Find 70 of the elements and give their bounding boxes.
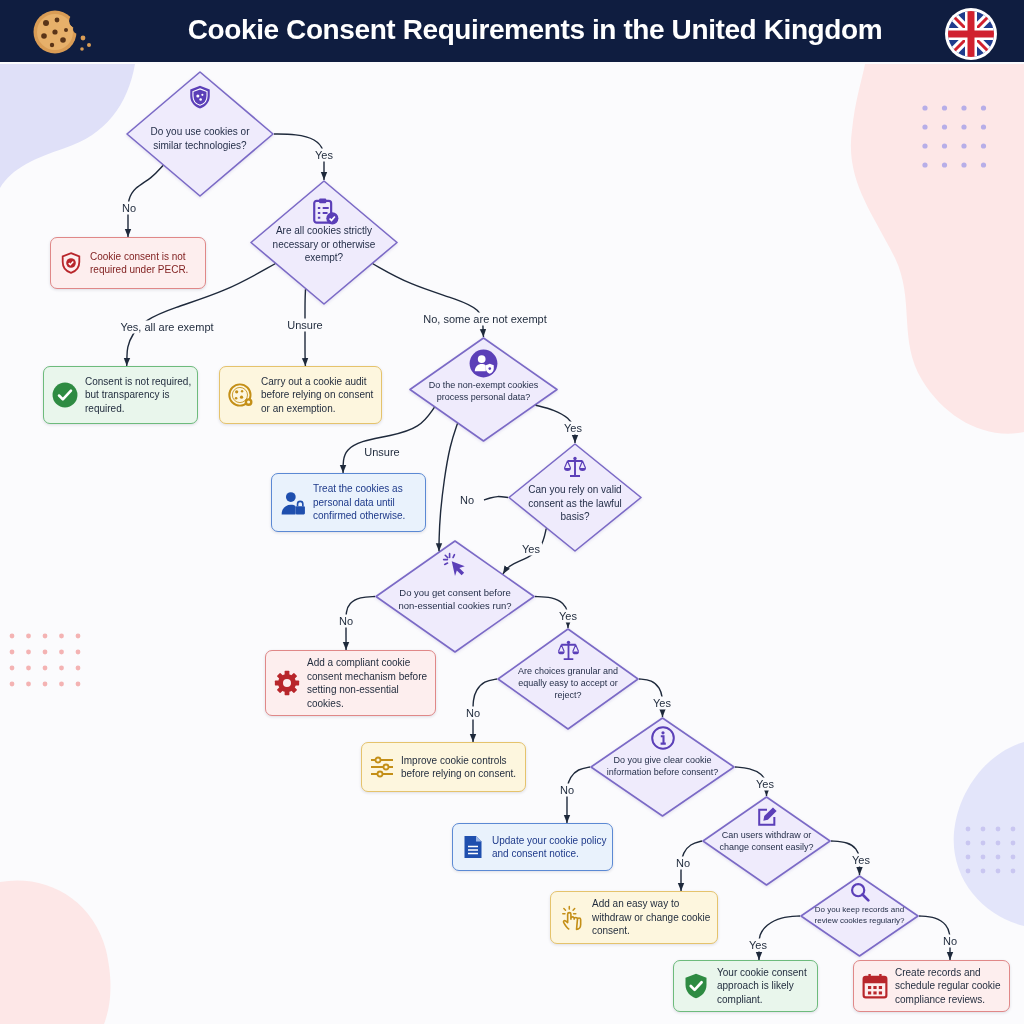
outcome-box: [550, 891, 718, 944]
question-text: Do you use cookies or similar technologies?: [149, 125, 251, 152]
outcome-box: [43, 366, 198, 424]
outcome-box: [219, 366, 382, 424]
edge-label: Yes: [850, 853, 872, 867]
outcome-text: Your cookie consent approach is likely compliant.: [717, 965, 808, 1007]
arrow: [638, 678, 666, 718]
question-text: Can you rely on valid consent as the lawful basis?: [527, 483, 623, 524]
edge-label: No: [336, 614, 356, 628]
arrow: [339, 406, 436, 474]
edge-label: Unsure: [285, 318, 325, 332]
outcome-text: Add an easy way to withdraw or change cookie consent.: [592, 897, 712, 938]
edge-label: No: [673, 856, 693, 870]
arrow: [273, 133, 328, 181]
edge-label: Yes: [313, 148, 335, 162]
arrow: [534, 404, 579, 444]
edge-label: Yes: [651, 696, 673, 710]
outcome-box: [673, 960, 818, 1012]
edge-label: No: [457, 493, 477, 507]
question-text: Can users withdraw or change consent easily?: [718, 829, 815, 854]
arrow: [755, 915, 801, 961]
question-text: Do the non-exempt cookies process personal data?: [427, 379, 540, 404]
question-text: Do you get consent before non-essential cookies run?: [397, 587, 513, 613]
decision-diamond: [409, 337, 558, 442]
edge-label: No, some are not exempt: [421, 312, 549, 326]
question-text: Do you keep records and review cookies regularly?: [813, 905, 906, 927]
edge-label: Yes: [562, 421, 584, 435]
decision-diamond: [497, 628, 639, 730]
question-text: Are all cookies strictly necessary or otherwise exempt?: [271, 224, 377, 265]
outcome-box: [452, 823, 613, 871]
edge-label: No: [119, 201, 139, 215]
decision-diamond: [590, 717, 735, 817]
question-text: Are choices granular and equally easy to accept or reject?: [516, 665, 620, 702]
outcome-box: [853, 960, 1010, 1012]
edge-label: Yes: [747, 938, 769, 952]
outcome-text: Carry out a cookie audit before relying on consent or an exemption.: [261, 374, 375, 416]
arrow: [435, 422, 459, 552]
edge-label: Yes, all are exempt: [118, 320, 216, 334]
outcome-text: Update your cookie policy and consent notice.: [492, 833, 608, 861]
decision-diamond: [250, 180, 398, 305]
arrow: [124, 164, 164, 238]
decision-diamond: [126, 71, 274, 197]
question-text: Do you give clear cookie information before consent?: [605, 755, 720, 779]
outcome-box: [361, 742, 526, 792]
arrow: [372, 263, 487, 338]
decision-diamond: [508, 443, 642, 552]
edge-label: No: [463, 706, 483, 720]
edge-label: No: [557, 783, 577, 797]
outcome-box: [265, 650, 436, 716]
outcome-text: Cookie consent is not required under PECR.: [90, 249, 190, 277]
outcome-text: Create records and schedule regular cookie compliance reviews.: [895, 965, 1002, 1007]
title: Cookie Consent Requirements in the United Kingdom: [186, 13, 884, 47]
outcome-text: Add a compliant cookie consent mechanism before setting non-essential cookies.: [307, 656, 429, 710]
edge-label: Yes: [754, 777, 776, 791]
decision-diamond: [702, 796, 831, 886]
decision-diamond: [800, 875, 919, 957]
edge-label: Yes: [520, 542, 542, 556]
arrow: [123, 263, 276, 367]
outcome-box: [50, 237, 206, 289]
connector-line: [483, 495, 509, 501]
arrow: [918, 915, 954, 961]
outcome-text: Improve cookie controls before relying on consent.: [401, 753, 518, 781]
edge-label: Unsure: [362, 445, 402, 459]
arrow: [677, 840, 703, 892]
edge-label: Yes: [557, 609, 579, 623]
outcome-text: Consent is not required, but transparency is required.: [85, 374, 193, 416]
outcome-box: [271, 473, 426, 532]
outcome-text: Treat the cookies as personal data until confirmed otherwise.: [313, 482, 407, 523]
arrow: [534, 595, 572, 629]
edge-label: No: [940, 934, 960, 948]
